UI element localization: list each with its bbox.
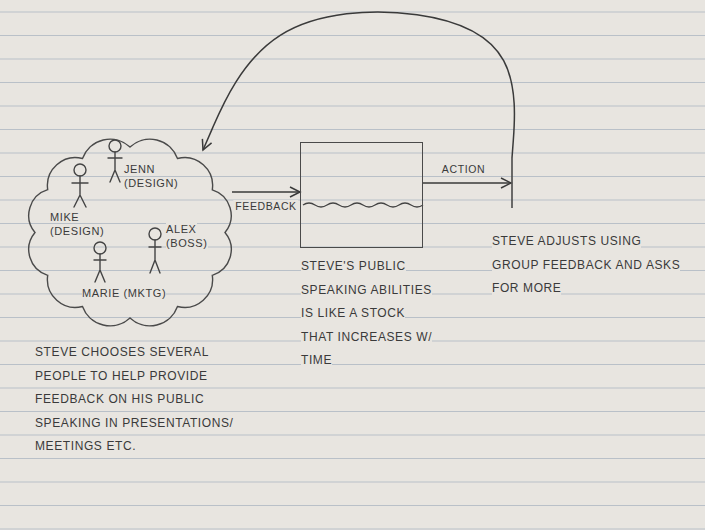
stock-level-wave bbox=[303, 203, 423, 207]
node-note: STEVE ADJUSTS USING GROUP FEEDBACK AND A… bbox=[492, 234, 680, 295]
person-name: MARIE (MKTG) bbox=[82, 287, 166, 299]
text-wrap: MIKE (DESIGN) bbox=[50, 210, 112, 238]
ruled-line bbox=[0, 223, 705, 224]
arrow-connector bbox=[232, 191, 300, 193]
ruled-line bbox=[0, 435, 705, 436]
stick-figure bbox=[149, 228, 161, 273]
edge-label: ACTION bbox=[440, 163, 487, 175]
text-wrap: MARIE (MKTG) bbox=[82, 286, 182, 300]
ruled-line bbox=[0, 153, 705, 154]
ruled-line bbox=[0, 129, 705, 130]
note-text: STEVE CHOOSES SEVERAL PEOPLE TO HELP PRO… bbox=[35, 345, 234, 453]
edge-label: FEEDBACK bbox=[233, 200, 298, 212]
ruled-line bbox=[0, 12, 705, 13]
action-line bbox=[504, 158, 520, 208]
stick-figure bbox=[72, 164, 88, 207]
ruled-line bbox=[0, 411, 705, 412]
person-name: MIKE (DESIGN) bbox=[50, 211, 104, 237]
text-wrap: STEVE CHOOSES SEVERAL PEOPLE TO HELP PRO… bbox=[35, 341, 240, 459]
stock-box: STEVE'S PUBLIC SPEAKING ABILITIES IS LIK… bbox=[300, 142, 423, 248]
ruled-line bbox=[0, 458, 705, 459]
cloud-outline bbox=[29, 139, 231, 326]
ruled-line bbox=[0, 529, 705, 530]
ruled-line bbox=[0, 388, 705, 389]
ruled-line bbox=[0, 364, 705, 365]
ruled-lines bbox=[0, 12, 705, 529]
action-line bbox=[511, 158, 513, 208]
ruled-line bbox=[0, 176, 705, 177]
stick-figure bbox=[108, 140, 122, 182]
stick-figure bbox=[94, 242, 106, 282]
ruled-line bbox=[0, 482, 705, 483]
text-wrap: JENN (DESIGN) bbox=[124, 162, 186, 190]
person-name: JENN (DESIGN) bbox=[124, 163, 178, 189]
ruled-line bbox=[0, 35, 705, 36]
people-cloud: MIKE (DESIGN) JENN (DESIGN) ALEX (BOSS) MAR… bbox=[18, 130, 242, 335]
ruled-line bbox=[0, 82, 705, 83]
stick-figures bbox=[72, 140, 161, 282]
arrow-connector bbox=[423, 182, 511, 184]
action-bar: STEVE ADJUSTS USING GROUP FEEDBACK AND A… bbox=[504, 158, 520, 208]
ruled-line bbox=[0, 59, 705, 60]
ruled-line bbox=[0, 200, 705, 201]
node-note: STEVE'S PUBLIC SPEAKING ABILITIES IS LIK… bbox=[301, 259, 432, 367]
ruled-line bbox=[0, 106, 705, 107]
text-wrap: STEVE ADJUSTS USING GROUP FEEDBACK AND A… bbox=[492, 230, 692, 301]
person-name: ALEX (BOSS) bbox=[166, 223, 208, 249]
text-wrap: ALEX (BOSS) bbox=[166, 222, 220, 250]
text-wrap: STEVE'S PUBLIC SPEAKING ABILITIES IS LIK… bbox=[301, 255, 441, 373]
ruled-line bbox=[0, 505, 705, 506]
arrow-connector bbox=[203, 12, 514, 158]
